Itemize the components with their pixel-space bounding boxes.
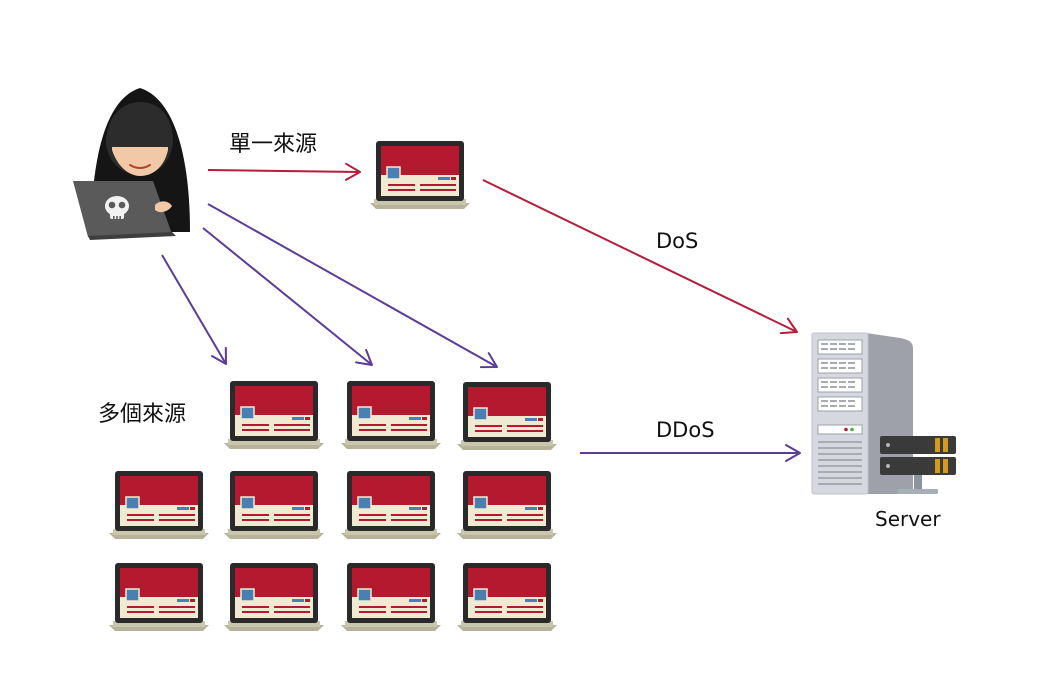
laptop-icon [456,381,558,451]
laptop-icon [223,380,325,450]
multi-source-arrow-2 [202,227,379,373]
single-source-laptop [369,140,471,210]
server-icon [811,332,956,495]
dos-label: DoS [656,229,699,253]
laptop-icon [340,380,442,450]
laptop-icon [108,470,210,540]
laptop-icon [223,562,325,632]
multi-source-arrow-3 [207,203,502,375]
single-source-label: 單一來源 [229,132,318,157]
ddos-label: DDoS [656,418,715,442]
single-source-arrow [207,162,362,181]
laptop-icon [108,562,210,632]
multi-source-arrow-1 [161,254,234,370]
ddos-arrow [580,444,801,462]
multiple-sources-label: 多個來源 [98,402,187,427]
skull-icon [105,196,129,220]
laptop-icon [340,562,442,632]
laptop-icon [223,470,325,540]
laptop-icon [456,562,558,632]
laptop-icon [340,470,442,540]
server-label: Server [875,507,941,531]
hacker-icon [73,88,190,240]
laptop-icon [456,470,558,540]
dos-arrow [482,179,802,341]
network-server-icon [880,436,956,494]
